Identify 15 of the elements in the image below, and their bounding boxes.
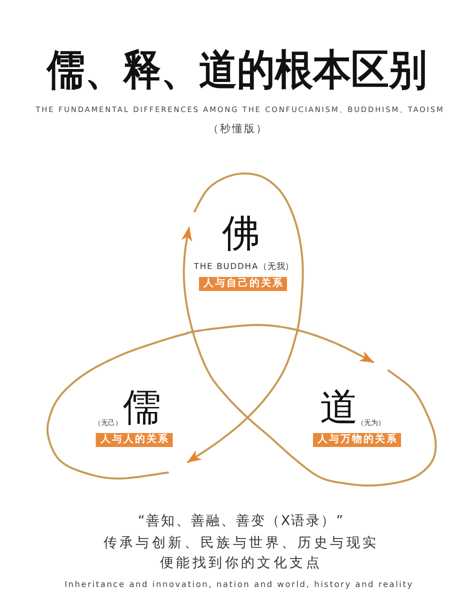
curved-arrow xyxy=(181,227,297,461)
edition-note: （秒懂版） xyxy=(208,124,268,134)
concept-subtitle: THE BUDDHA（无我） xyxy=(194,262,294,270)
curved-arrow xyxy=(186,324,374,363)
relation-tag: 人与人的关系 xyxy=(96,433,172,447)
quote: “善知、善融、善变（X语录）” xyxy=(138,515,344,528)
relation-tag: 人与万物的关系 xyxy=(313,433,401,447)
curved-arrow xyxy=(187,334,297,463)
tagline: 传承与创新、民族与世界、历史与现实便能找到你的文化支点 xyxy=(103,534,379,573)
relation-tag: 人与自己的关系 xyxy=(199,276,287,291)
english-tagline: Inheritance and innovation, nation and world, history and reality xyxy=(64,580,414,588)
title: 儒、释、道的根本区别 xyxy=(46,49,428,91)
concept-character: 儒 xyxy=(123,388,161,426)
concept-character: 道 xyxy=(320,388,358,426)
concept-character: 佛 xyxy=(222,214,260,252)
